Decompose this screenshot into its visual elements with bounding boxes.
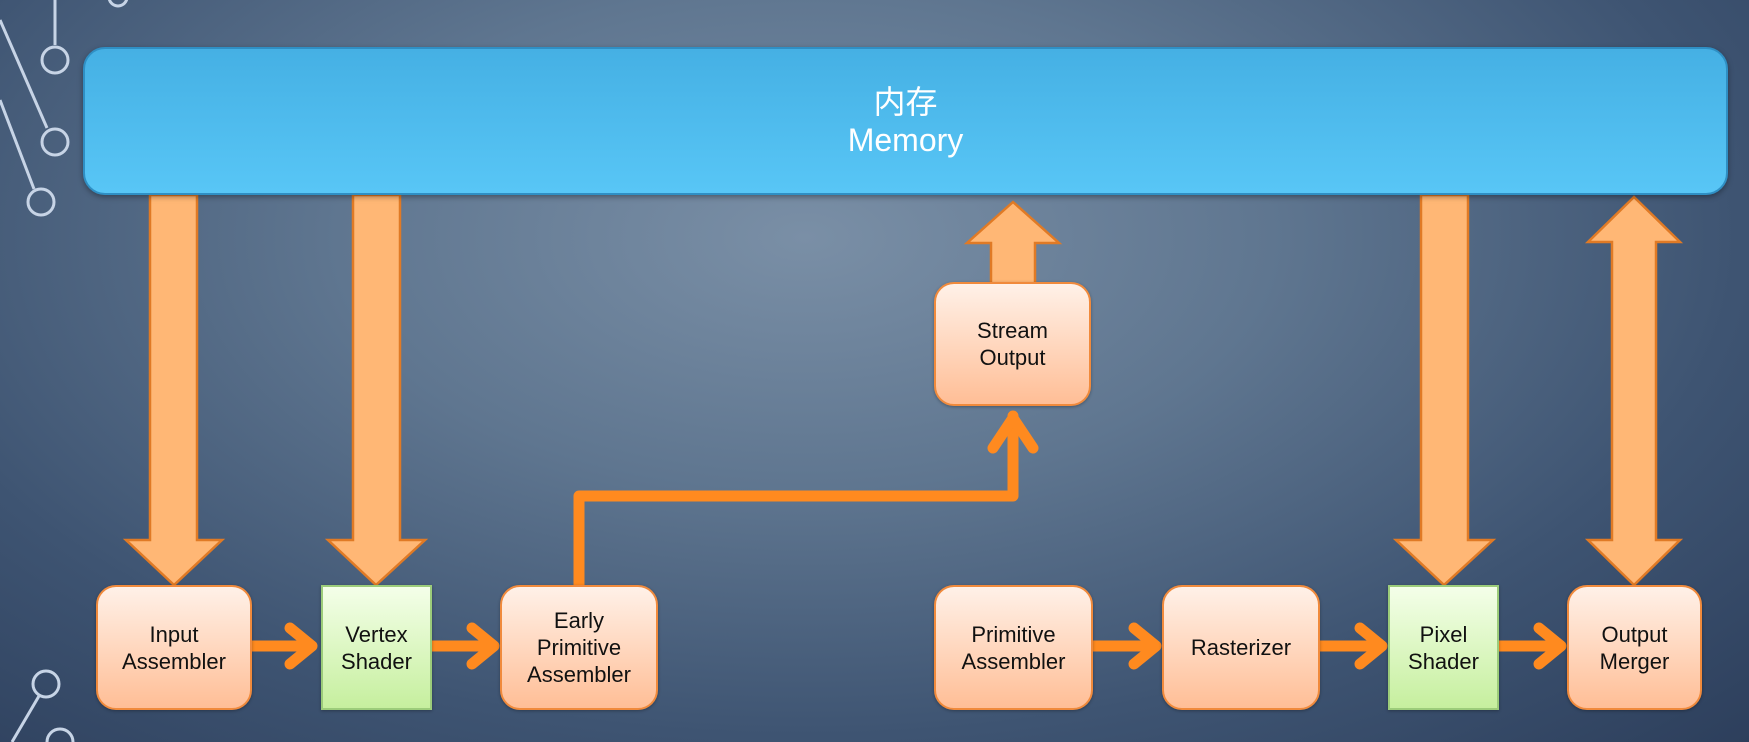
stage-stream-output: Stream Output (934, 282, 1091, 406)
stage-early-primitive-assembler: Early Primitive Assembler (500, 585, 658, 710)
arrow-input-to-vertex (246, 622, 318, 670)
circuit-decoration-bottom-left (10, 669, 75, 742)
memory-to-pixel-shader-arrow (1392, 193, 1497, 587)
memory-output-merger-bidirectional-arrow (1584, 195, 1684, 587)
stage-label: Rasterizer (1190, 635, 1292, 660)
circuit-decoration-top-left (0, 0, 129, 217)
stage-vertex-shader: Vertex Shader (321, 585, 432, 710)
stage-label: Output Merger (1599, 621, 1670, 674)
memory-label-cn: 内存 (873, 84, 938, 120)
arrow-early-primitive-to-stream-output (573, 410, 1039, 591)
flow-arrows (246, 410, 1567, 670)
stage-pixel-shader: Pixel Shader (1388, 585, 1499, 710)
memory-to-vertex-shader-arrow (324, 193, 429, 587)
stage-input-assembler: Input Assembler (96, 585, 252, 710)
arrow-rasterizer-to-pixel-shader (1314, 622, 1388, 670)
memory-block: 内存 Memory (83, 47, 1728, 195)
memory-label-en: Memory (847, 122, 964, 158)
stage-label: Input Assembler (122, 621, 226, 674)
arrow-primitive-to-rasterizer (1087, 622, 1162, 670)
stage-label: Stream Output (977, 318, 1048, 370)
stage-label: Primitive Assembler (961, 621, 1066, 674)
stage-primitive-assembler: Primitive Assembler (934, 585, 1093, 710)
stage-label: Vertex Shader (341, 621, 412, 674)
stage-rasterizer: Rasterizer (1162, 585, 1320, 710)
stage-output-merger: Output Merger (1567, 585, 1702, 710)
arrow-vertex-to-early-primitive (426, 622, 500, 670)
memory-to-input-assembler-arrow (122, 193, 226, 587)
stage-label: Early Primitive Assembler (527, 608, 631, 687)
arrow-pixel-shader-to-output-merger (1493, 622, 1567, 670)
stream-output-to-memory-arrow (963, 200, 1063, 287)
stage-label: Pixel Shader (1408, 621, 1479, 674)
